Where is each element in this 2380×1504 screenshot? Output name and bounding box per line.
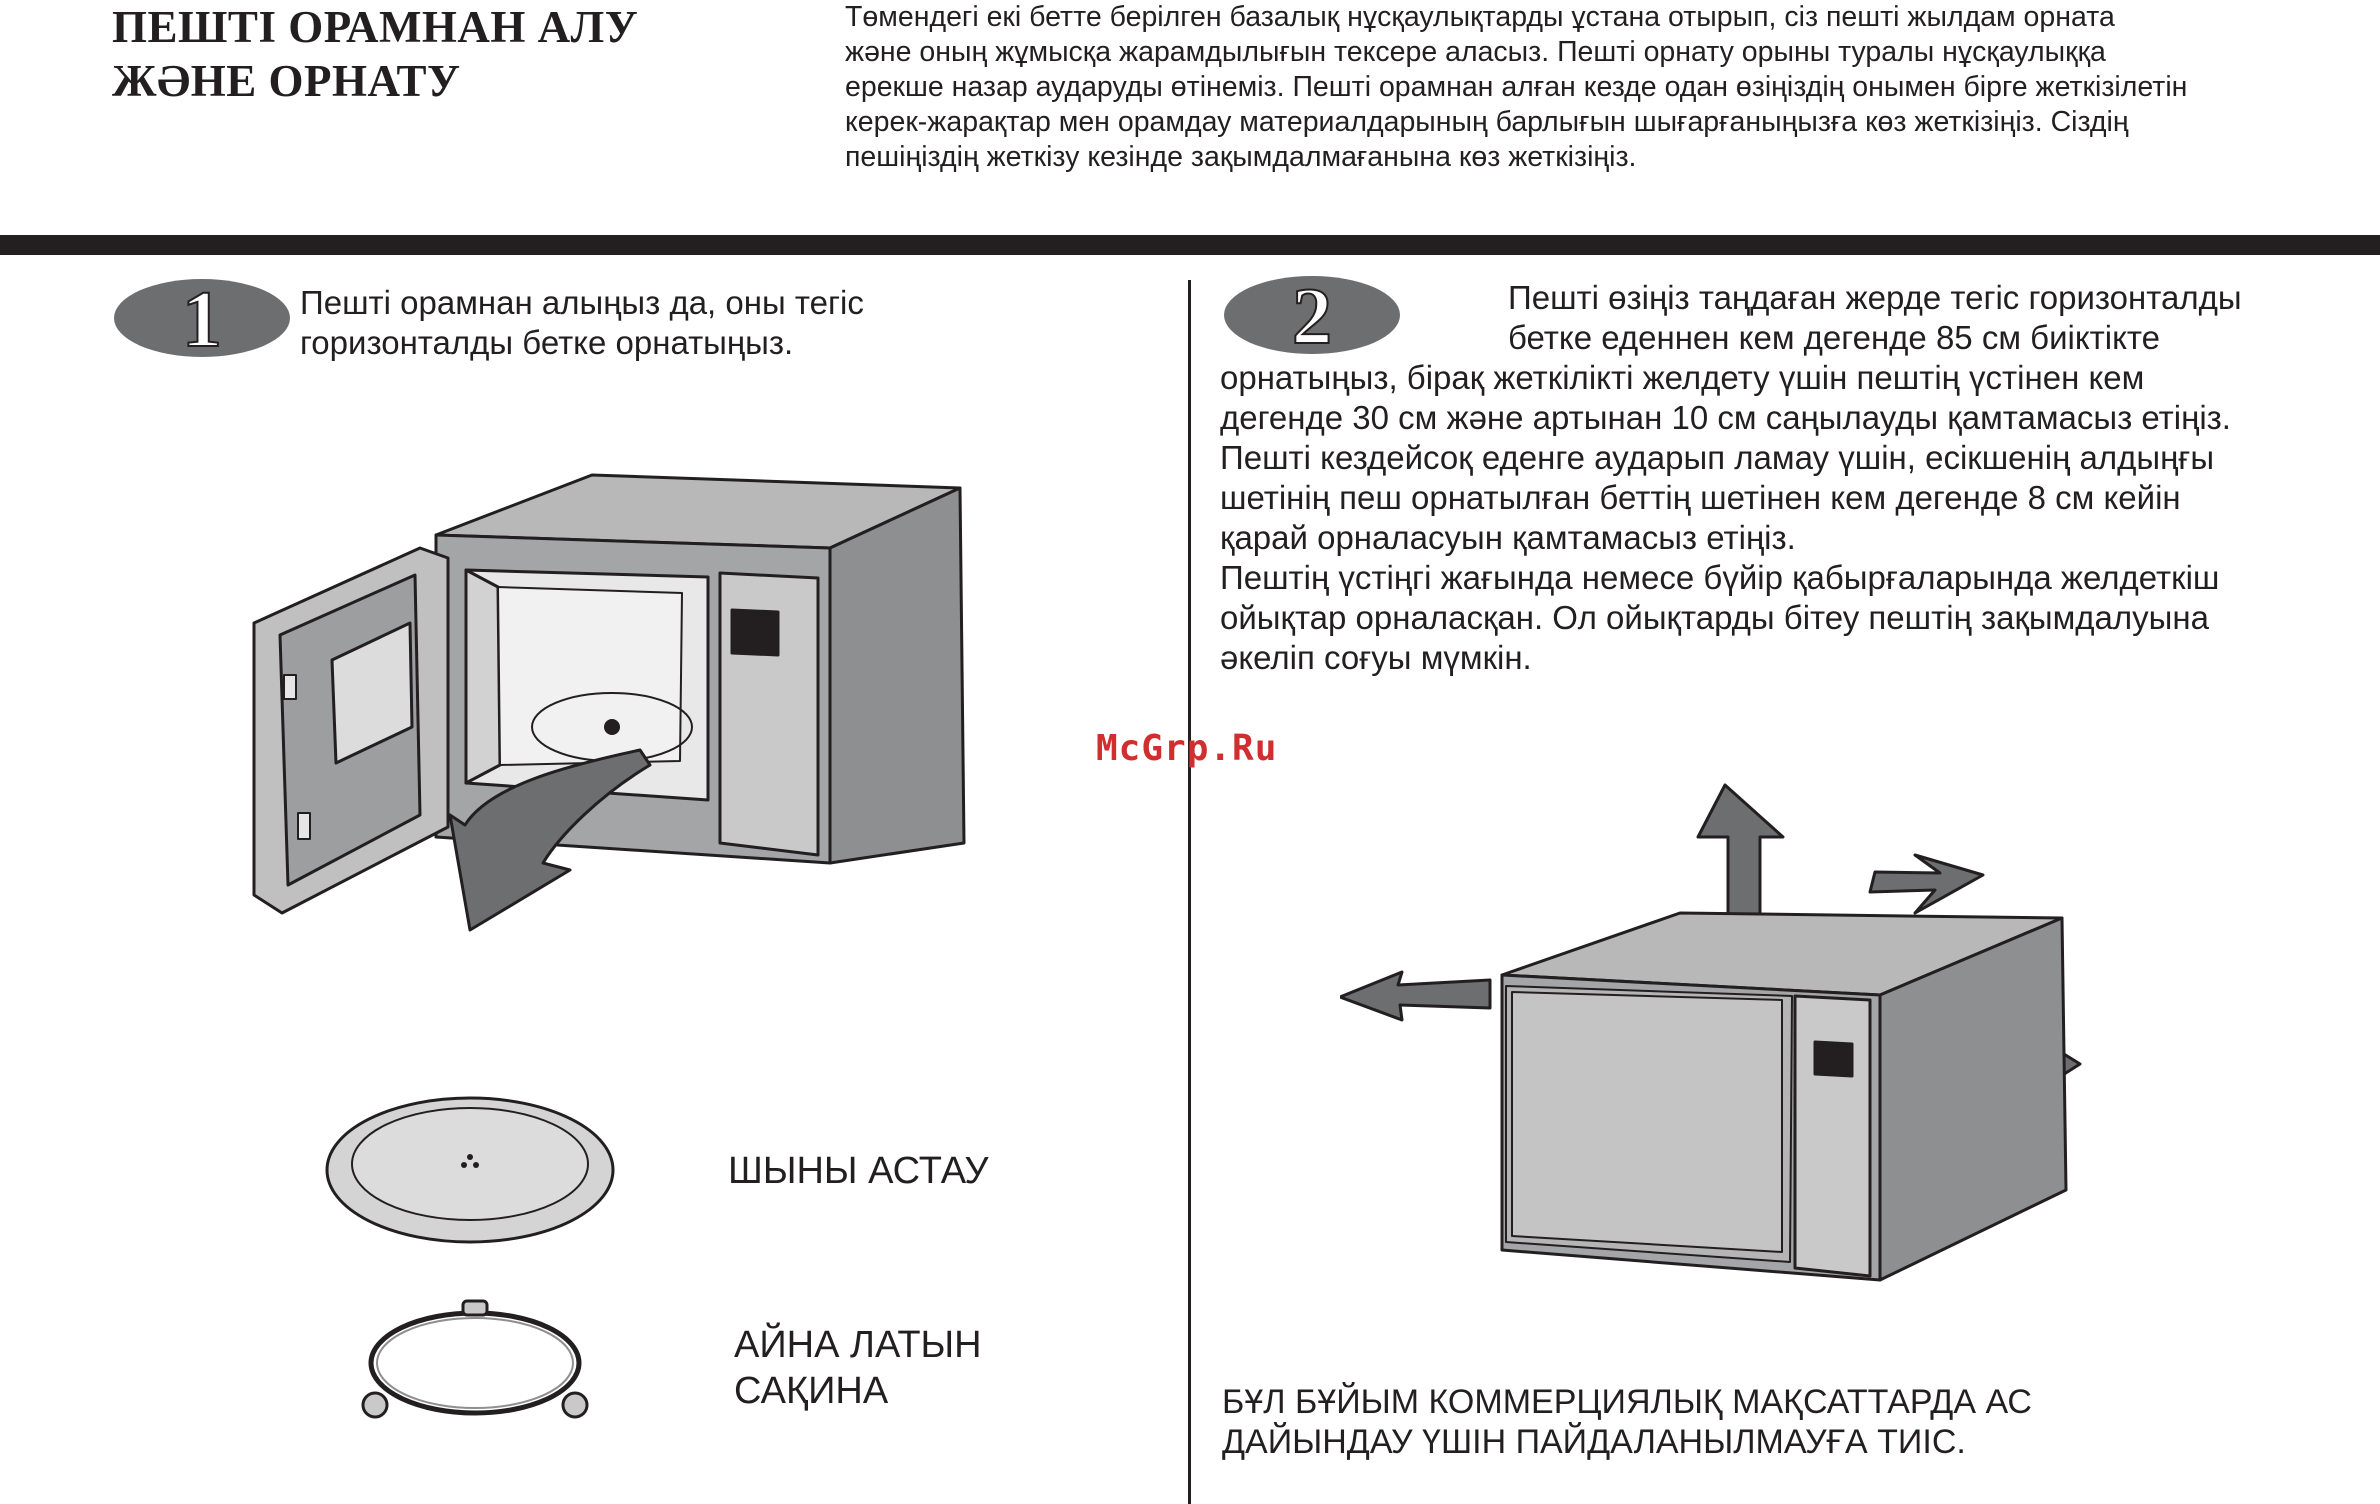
glass-tray-illustration	[325, 1096, 615, 1244]
step-2-line: орнатыңыз, бірақ жеткілікті желдету үшін…	[1220, 359, 2145, 396]
up-clearance-arrow	[1696, 783, 1785, 922]
left-clearance-arrow	[1340, 970, 1492, 1022]
roller-ring-illustration	[361, 1299, 589, 1419]
intro-paragraph: Төмендегі екі бетте берілген базалық нұс…	[845, 0, 2355, 175]
title-line-2: ЖӘНЕ ОРНАТУ	[112, 56, 461, 106]
microwave-open-door-illustration	[252, 473, 966, 932]
step-2-line: Пешті өзіңіз таңдаған жерде тегіс горизо…	[1508, 279, 2242, 316]
back-clearance-arrow	[1868, 853, 1985, 915]
section-divider-bar	[0, 235, 2380, 255]
step-1-badge: 1	[114, 276, 290, 360]
intro-line: Төмендегі екі бетте берілген базалық нұс…	[845, 1, 2115, 33]
glass-tray-label: ШЫНЫ АСТАУ	[728, 1150, 989, 1192]
commercial-use-notice: БҰЛ БҰЙЫМ КОММЕРЦИЯЛЫҚ МАҚСАТТАРДА АС ДА…	[1222, 1382, 2032, 1462]
notice-line: ДАЙЫНДАУ ҮШІН ПАЙДАЛАНЫЛМАУҒА ТИІС.	[1222, 1423, 1966, 1461]
step-badge-oval	[114, 279, 290, 357]
notice-line: БҰЛ БҰЙЫМ КОММЕРЦИЯЛЫҚ МАҚСАТТАРДА АС	[1222, 1383, 2032, 1421]
step-2-line: Пештің үстіңгі жағында немесе бүйір қабы…	[1220, 559, 2220, 596]
intro-line: керек-жарақтар мен орамдау материалдарын…	[845, 106, 2129, 138]
step-2-line: әкеліп соғуы мүмкін.	[1220, 639, 1532, 676]
step-2-number: 2	[1292, 273, 1332, 357]
roller-ring-label: АЙНА ЛАТЫН САҚИНА	[734, 1322, 982, 1414]
roller-ring-label-line: САҚИНА	[734, 1370, 889, 1412]
title-line-1: ПЕШТІ ОРАМНАН АЛУ	[112, 2, 639, 52]
step-2-line: ойықтар орналасқан. Ол ойықтарды бітеу п…	[1220, 599, 2209, 636]
watermark: McGrp.Ru	[1096, 728, 1278, 769]
step-2-instructions: Пешті өзіңіз таңдаған жерде тегіс горизо…	[1220, 278, 2242, 678]
page-title: ПЕШТІ ОРАМНАН АЛУ ЖӘНЕ ОРНАТУ	[112, 0, 638, 108]
step-1-instructions: Пешті орамнан алыңыз да, оны тегіс гориз…	[300, 283, 864, 363]
step-2-line: шетінің пеш орнатылған беттің шетінен ке…	[1220, 479, 2181, 516]
remove-direction-arrow	[448, 748, 652, 932]
step-badge-oval	[1224, 276, 1400, 354]
microwave-clearance-illustration	[1340, 783, 2082, 1282]
step-2-line: қарай орналасуын қамтамасыз етіңіз.	[1220, 519, 1796, 556]
step-2-line: бетке еденнен кем дегенде 85 см биіктікт…	[1508, 319, 2161, 356]
intro-line: ерекше назар аударуды өтінеміз. Пешті ор…	[845, 71, 2188, 103]
column-divider	[1188, 280, 1191, 1504]
step-2-badge: 2	[1224, 273, 1400, 357]
step-1-line: горизонталды бетке орнатыңыз.	[300, 324, 794, 361]
step-1-number: 1	[182, 276, 222, 360]
intro-line: пешіңіздің жеткізу кезінде зақымдалмаған…	[845, 141, 1637, 173]
step-2-line: дегенде 30 см және артынан 10 см саңылау…	[1220, 399, 2231, 436]
intro-line: және оның жұмысқа жарамдылығын тексере а…	[845, 36, 2106, 68]
roller-ring-label-line: АЙНА ЛАТЫН	[734, 1324, 982, 1366]
step-2-line: Пешті кездейсоқ еденге аударып ламау үші…	[1220, 439, 2215, 476]
step-1-line: Пешті орамнан алыңыз да, оны тегіс	[300, 284, 864, 321]
